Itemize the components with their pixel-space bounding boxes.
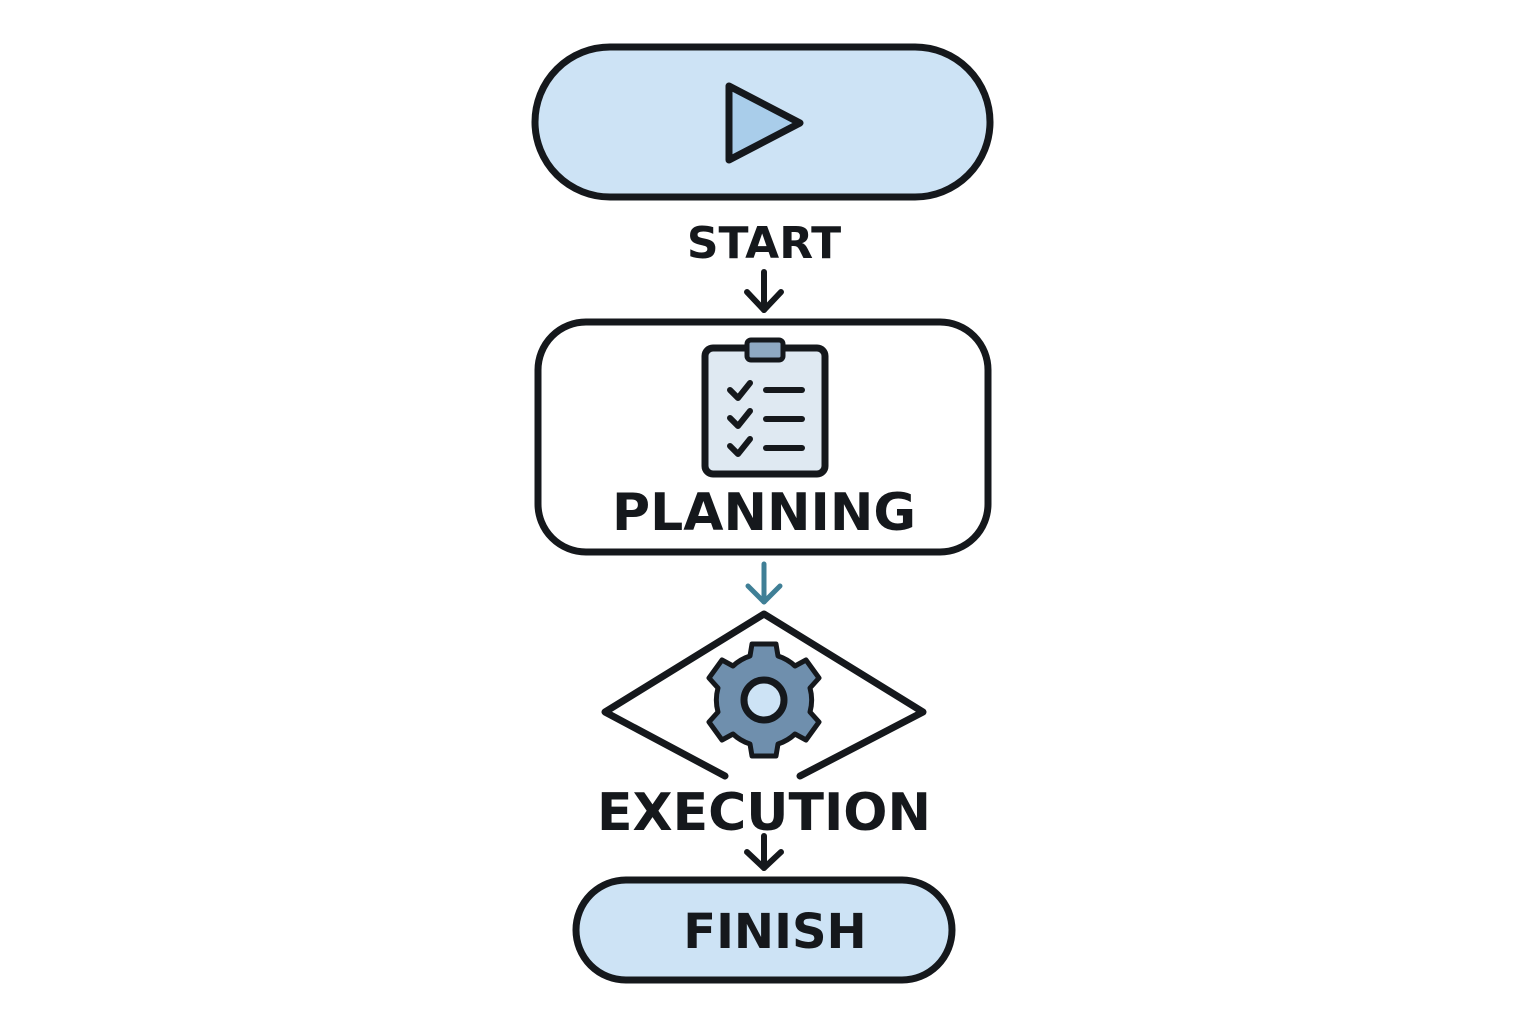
gear-icon <box>706 641 822 759</box>
start-node <box>531 43 994 201</box>
arrow-start-to-planning <box>744 269 784 313</box>
planning-node: PLANNING <box>534 318 992 556</box>
finish-pill <box>572 876 956 984</box>
arrow-execution-to-finish <box>744 833 784 871</box>
start-label: START <box>687 218 841 269</box>
play-icon <box>725 82 804 164</box>
planning-label: PLANNING <box>612 483 916 543</box>
clipboard-checklist-icon <box>701 337 829 478</box>
execution-diamond <box>601 610 927 780</box>
finish-node: FINISH <box>572 876 956 984</box>
execution-node <box>601 610 927 780</box>
finish-label: FINISH <box>683 904 866 960</box>
arrow-planning-to-execution <box>745 561 783 605</box>
